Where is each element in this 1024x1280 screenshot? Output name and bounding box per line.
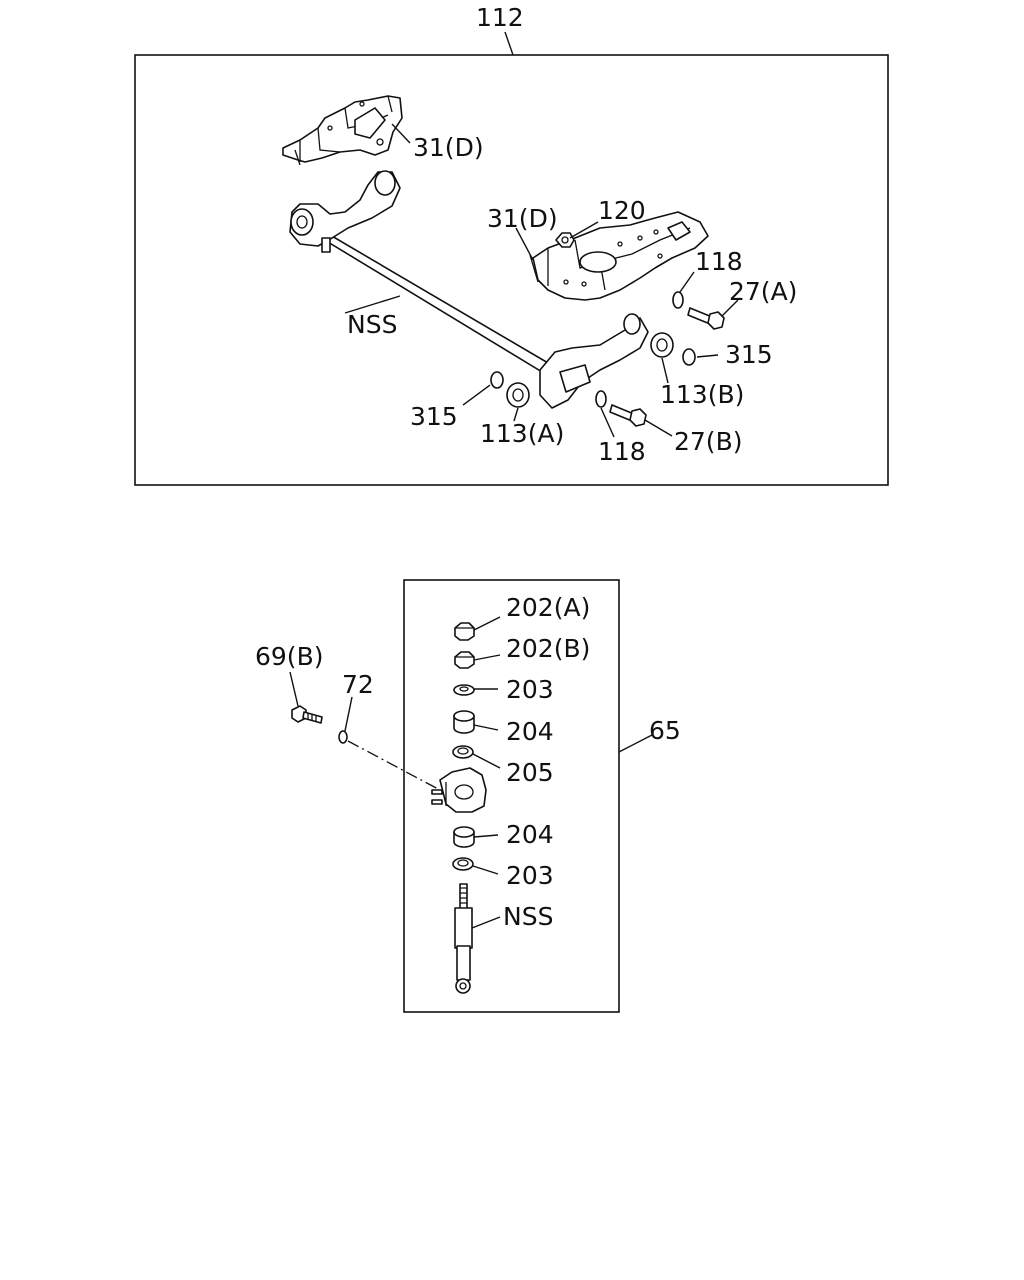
upper-assembly-frame bbox=[134, 54, 889, 486]
leader-bolt-b bbox=[644, 419, 673, 437]
lower-assembly-frame bbox=[403, 579, 620, 1013]
label-bushing-204-top: 204 bbox=[506, 717, 554, 746]
leader-plate-left bbox=[462, 384, 491, 406]
label-washer-72: 72 bbox=[342, 670, 374, 699]
bolt-b-part bbox=[609, 404, 647, 427]
leader-nut-202b bbox=[473, 654, 501, 661]
axle-beam-part bbox=[289, 170, 649, 409]
label-washer-203-top: 203 bbox=[506, 675, 554, 704]
label-bushing-204-bottom: 204 bbox=[506, 820, 554, 849]
bushing-204-top-part bbox=[453, 710, 475, 734]
nut-202a-part bbox=[454, 622, 475, 641]
leader-washer-right bbox=[679, 271, 695, 293]
retainer-205-part bbox=[452, 745, 474, 759]
assembly-ref-65: 65 bbox=[649, 716, 681, 745]
washer-203-top-part bbox=[453, 684, 475, 696]
label-washer-203-bottom: 203 bbox=[506, 861, 554, 890]
label-bolt-a: 27(A) bbox=[729, 277, 797, 306]
leader-shock bbox=[471, 916, 501, 929]
assembly-ref-112: 112 bbox=[476, 3, 524, 32]
leader-axle bbox=[344, 295, 401, 314]
label-washer-left: 118 bbox=[598, 437, 646, 466]
leader-plate-right bbox=[696, 354, 719, 358]
label-bracket-right: 31(D) bbox=[487, 204, 558, 233]
leader-washer-left bbox=[600, 407, 615, 438]
bracket-right-part bbox=[529, 211, 709, 301]
leader-washer-72 bbox=[344, 696, 353, 732]
lower-assembly: 65 bbox=[255, 579, 681, 1013]
washer-right-part bbox=[672, 291, 684, 309]
leader-nut-202a bbox=[473, 616, 501, 631]
mount-bracket-part bbox=[431, 767, 487, 813]
label-nut-202b: 202(B) bbox=[506, 634, 590, 663]
label-bushing-b: 113(B) bbox=[660, 380, 744, 409]
ref-112-leader bbox=[504, 31, 514, 56]
bushing-204-bottom-part bbox=[453, 826, 475, 848]
leader-bolt-69b bbox=[289, 671, 299, 707]
label-axle: NSS bbox=[347, 310, 397, 339]
leader-nut bbox=[569, 221, 599, 239]
leader-bushing-204-top bbox=[473, 724, 499, 731]
bolt-a-part bbox=[687, 307, 725, 330]
leader-bushing-204-bottom bbox=[473, 834, 499, 838]
washer-203-bottom-part bbox=[452, 857, 474, 871]
label-bushing-a: 113(A) bbox=[480, 419, 564, 448]
washer-left-part bbox=[595, 390, 607, 408]
bushing-b-part bbox=[650, 332, 674, 358]
label-bracket-top: 31(D) bbox=[413, 133, 484, 162]
label-nut: 120 bbox=[598, 196, 646, 225]
leader-bracket-top bbox=[391, 123, 411, 144]
leader-retainer-205 bbox=[472, 753, 501, 769]
bracket-top-part bbox=[282, 95, 403, 166]
nut-202b-part bbox=[454, 651, 475, 669]
label-bolt-69b: 69(B) bbox=[255, 642, 323, 671]
label-plate-left: 315 bbox=[410, 402, 458, 431]
alignment-line bbox=[347, 740, 441, 791]
label-washer-right: 118 bbox=[695, 247, 743, 276]
label-retainer-205: 205 bbox=[506, 758, 554, 787]
leader-bushing-a bbox=[513, 407, 519, 422]
leader-bolt-a bbox=[721, 299, 739, 317]
bolt-69b-part bbox=[291, 705, 323, 724]
nut-120-part bbox=[555, 232, 575, 248]
label-plate-right: 315 bbox=[725, 340, 773, 369]
leader-bracket-right bbox=[515, 227, 534, 261]
shock-absorber-part bbox=[454, 883, 473, 994]
ref-65-leader bbox=[618, 734, 653, 753]
upper-assembly: 112 bbox=[134, 3, 889, 486]
label-bolt-b: 27(B) bbox=[674, 427, 742, 456]
leader-bushing-b bbox=[661, 357, 669, 384]
leader-washer-203-bottom bbox=[472, 865, 499, 875]
label-nut-202a: 202(A) bbox=[506, 593, 590, 622]
plate-right-part bbox=[682, 348, 696, 366]
plate-left-part bbox=[490, 371, 504, 389]
washer-72-part bbox=[338, 730, 348, 744]
bushing-a-part bbox=[506, 382, 530, 408]
label-shock: NSS bbox=[503, 902, 553, 931]
